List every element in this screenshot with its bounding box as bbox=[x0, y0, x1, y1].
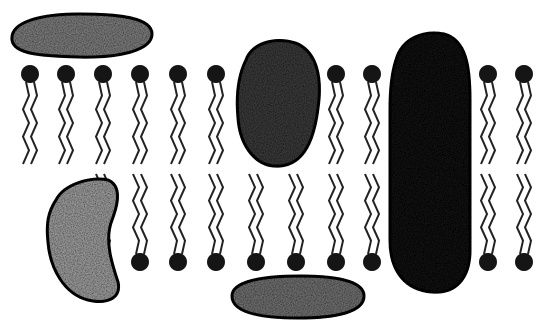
lipid-tail bbox=[489, 82, 495, 164]
lipid-tail bbox=[31, 82, 37, 164]
lipid-head-top bbox=[327, 65, 345, 83]
lipid-tail bbox=[337, 174, 343, 254]
lipid-tail bbox=[329, 82, 335, 164]
lipid-head-bottom bbox=[207, 253, 225, 271]
lipid-head-top bbox=[21, 65, 39, 83]
lipid-tail bbox=[329, 174, 335, 254]
lipid-head-top bbox=[515, 65, 533, 83]
proteins bbox=[12, 14, 470, 318]
transmembrane-protein-right bbox=[390, 33, 470, 292]
lipid-head-bottom bbox=[363, 253, 381, 271]
lipid-tail bbox=[525, 174, 531, 254]
lipid-tail bbox=[365, 174, 371, 254]
lipid-tail bbox=[489, 174, 495, 254]
integral-protein-upper-center bbox=[237, 41, 319, 167]
lipid-head-bottom bbox=[515, 253, 533, 271]
lipid-head-top bbox=[131, 65, 149, 83]
lipid-tail bbox=[297, 174, 303, 254]
lipid-head-bottom bbox=[287, 253, 305, 271]
lipid-head-bottom bbox=[327, 253, 345, 271]
lipid-head-top bbox=[94, 65, 112, 83]
lipid-head-top bbox=[57, 65, 75, 83]
lipid-head-bottom bbox=[479, 253, 497, 271]
lipid-tail bbox=[171, 82, 177, 164]
lipid-tail bbox=[373, 82, 379, 164]
lipid-tail bbox=[141, 174, 147, 254]
lipid-tail bbox=[141, 82, 147, 164]
lipid-tail bbox=[481, 174, 487, 254]
lipid-head-bottom bbox=[131, 253, 149, 271]
lipid-tail bbox=[289, 174, 295, 254]
lipid-head-bottom bbox=[247, 253, 265, 271]
lipid-tail bbox=[209, 174, 215, 254]
lipid-tail bbox=[337, 82, 343, 164]
lipid-tail bbox=[517, 174, 523, 254]
lipid-tail bbox=[209, 82, 215, 164]
lipid-tail bbox=[179, 82, 185, 164]
lipid-tail bbox=[365, 82, 371, 164]
lipid-head-top bbox=[363, 65, 381, 83]
lipid-head-top bbox=[169, 65, 187, 83]
lipid-tail bbox=[59, 82, 65, 164]
lipid-tail bbox=[481, 82, 487, 164]
lipid-tail bbox=[96, 82, 102, 164]
lipid-tail bbox=[525, 82, 531, 164]
lipid-tail bbox=[179, 174, 185, 254]
lipid-tail bbox=[104, 82, 110, 164]
lipid-head-top bbox=[207, 65, 225, 83]
lipid-tail bbox=[373, 174, 379, 254]
peripheral-protein-top-left bbox=[12, 14, 152, 57]
peripheral-protein-bottom-center bbox=[232, 276, 364, 318]
lipid-tail bbox=[517, 82, 523, 164]
lipid-tail bbox=[67, 82, 73, 164]
lipid-tail bbox=[133, 174, 139, 254]
lipid-head-top bbox=[479, 65, 497, 83]
lipid-tail bbox=[257, 174, 263, 254]
lipid-tail bbox=[171, 174, 177, 254]
lipid-tail bbox=[249, 174, 255, 254]
lipid-tail bbox=[133, 82, 139, 164]
lipid-head-bottom bbox=[169, 253, 187, 271]
lipid-tail bbox=[217, 174, 223, 254]
lipid-tail bbox=[217, 82, 223, 164]
lipid-tail bbox=[23, 82, 29, 164]
integral-protein-lower-left bbox=[47, 179, 118, 301]
